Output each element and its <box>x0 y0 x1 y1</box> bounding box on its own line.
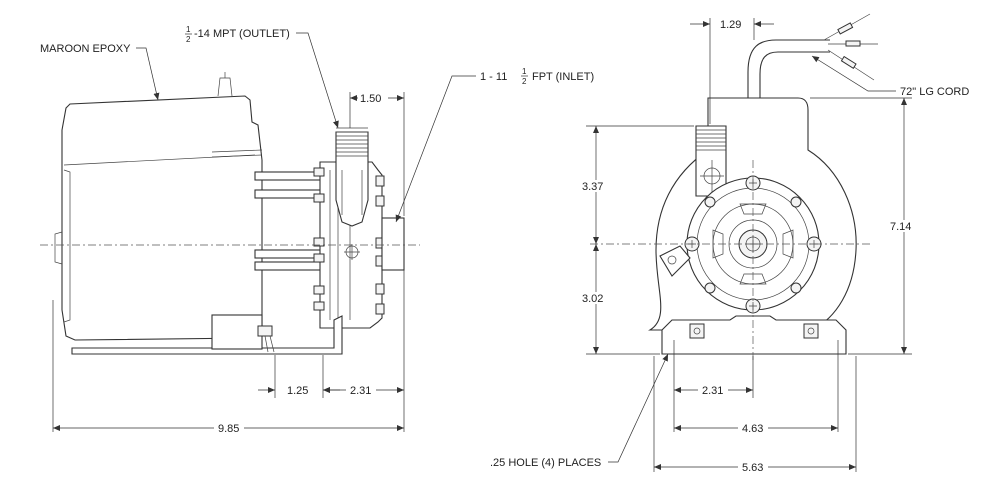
inlet-text: 1 - 11 <box>480 71 507 83</box>
front-dimensions: 1.29 3.37 3.02 7.14 2.31 4.63 5.63 <box>580 18 918 474</box>
side-dimensions: 1.50 1.25 2.31 9.85 <box>52 92 405 435</box>
outlet-label: 1 2 -14 MPT (OUTLET) <box>185 25 290 44</box>
head-bolts <box>313 167 385 315</box>
hole-label: .25 HOLE (4) PLACES <box>490 457 601 469</box>
side-base <box>71 315 343 355</box>
inlet-fraction-num: 1 <box>522 67 527 76</box>
dim-base-front: 2.31 <box>350 385 371 397</box>
inlet-fraction-den: 2 <box>522 77 527 86</box>
side-view <box>40 72 420 355</box>
power-cord-wires <box>823 13 878 81</box>
dim-cord-offset: 1.29 <box>720 19 741 31</box>
dim-total-height: 7.14 <box>890 221 911 233</box>
inlet-label: 1 - 11 1 2 FPT (INLET) <box>480 67 594 86</box>
front-view <box>590 13 878 360</box>
dim-base-width: 5.63 <box>742 462 763 474</box>
maroon-epoxy-label: MAROON EPOXY <box>40 43 131 55</box>
dim-lower-height: 3.02 <box>582 293 603 305</box>
front-base <box>661 315 847 355</box>
dim-overall-length: 9.85 <box>218 423 239 435</box>
outlet-fraction-den: 2 <box>186 35 191 44</box>
cord-tube <box>747 39 830 98</box>
outlet-fitting <box>335 127 369 227</box>
inlet-suffix: FPT (INLET) <box>532 71 594 83</box>
dim-upper-height: 3.37 <box>582 181 603 193</box>
dim-base-hole: 1.25 <box>287 385 308 397</box>
outlet-text: -14 MPT (OUTLET) <box>194 28 290 40</box>
dim-inlet-offset: 1.50 <box>360 93 381 105</box>
cord-label: 72" LG CORD <box>900 86 969 98</box>
dim-hole-center: 2.31 <box>702 385 723 397</box>
front-labels: 72" LG CORD .25 HOLE (4) PLACES <box>490 55 969 469</box>
motor-housing <box>61 95 263 341</box>
dim-hole-spacing: 4.63 <box>742 423 763 435</box>
inlet-fitting <box>381 217 405 271</box>
outlet-fraction-num: 1 <box>186 25 191 34</box>
side-labels: MAROON EPOXY 1 2 -14 MPT (OUTLET) 1 - 11… <box>40 25 594 223</box>
